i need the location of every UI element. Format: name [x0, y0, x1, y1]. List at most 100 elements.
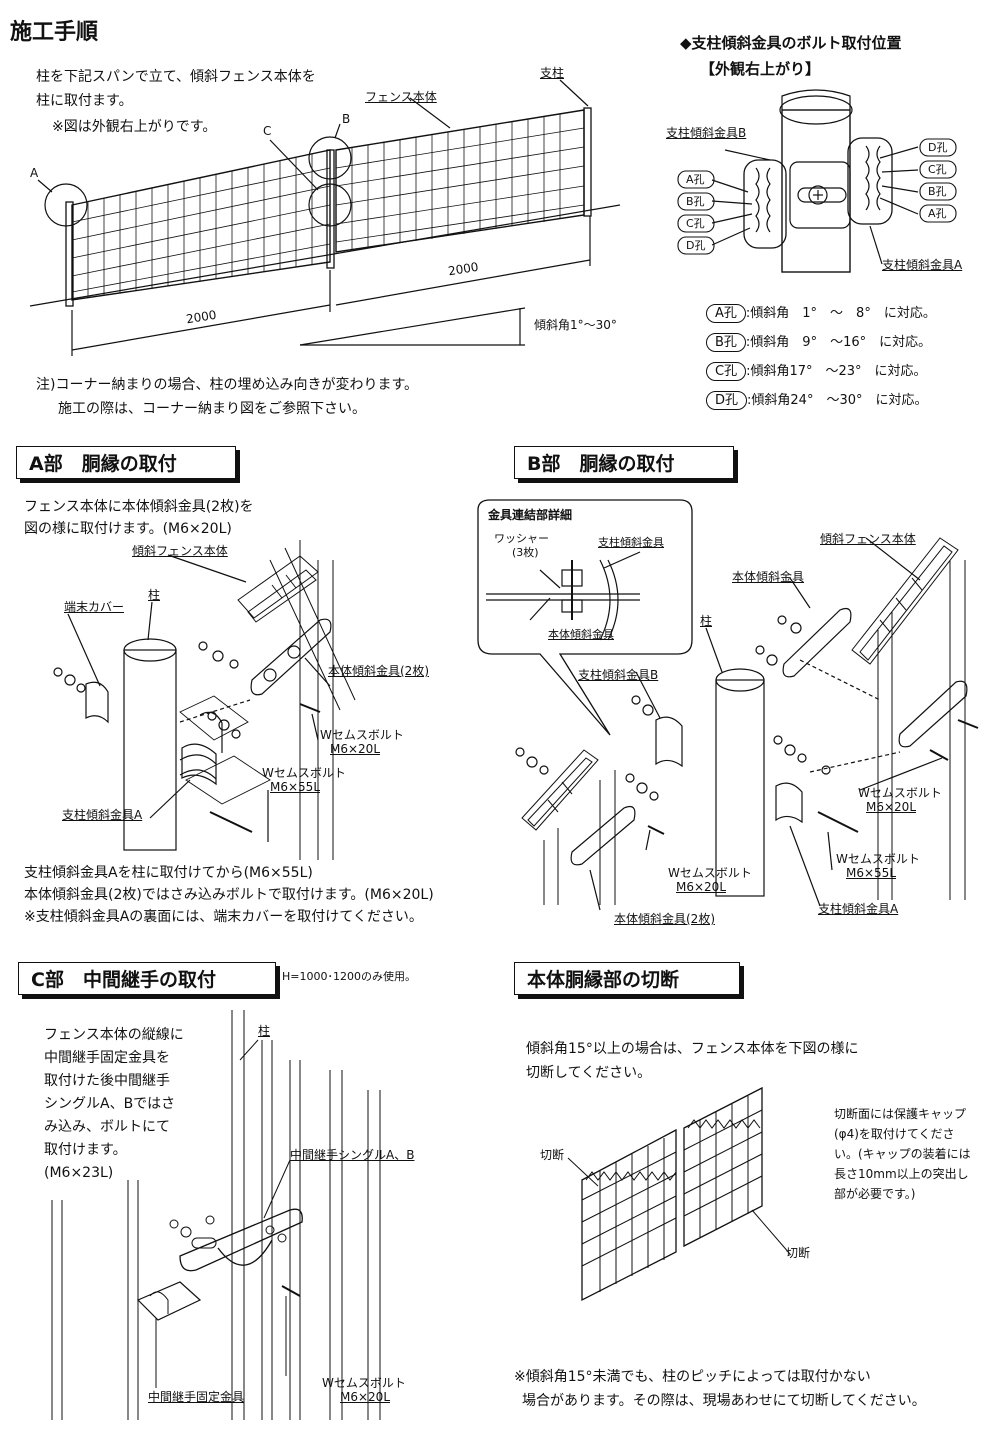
side-note-line: 切断面には保護キャップ: [834, 1107, 967, 1121]
side-note-line: (φ4)を取付けてくださ: [834, 1127, 955, 1141]
section-c-text-line: 取付けます。: [44, 1142, 127, 1158]
section-b-label-body-bracket-2: 本体傾斜金具(2枚): [614, 912, 715, 926]
side-note-line: 部が必要です。): [834, 1187, 916, 1201]
section-b-drawing: [477, 499, 979, 911]
intro-line-3: ※図は外観右上がりです。: [52, 119, 217, 135]
page-title: 施工手順: [10, 20, 99, 45]
section-c-note: H=1000･1200のみ使用。: [282, 970, 416, 983]
section-b-bolt20r-line2: M6×20L: [866, 800, 916, 814]
section-b-detail-washer-1: ワッシャー: [494, 532, 549, 545]
section-c-bolt-line2: M6×20L: [340, 1390, 390, 1404]
note-line-1: 注)コーナー納まりの場合、柱の埋め込み向きが変わります。: [36, 377, 419, 393]
section-a-bolt20-line2: M6×20L: [330, 742, 380, 756]
section-c-label-fixing: 中間継手固定金具: [148, 1390, 245, 1404]
section-a-label-post: 柱: [148, 588, 161, 602]
section-c-text-line: (M6×23L): [44, 1165, 114, 1181]
section-c-bolt-line1: Wセムスボルト: [322, 1376, 406, 1390]
section-c-label-single: 中間継手シングルA、B: [290, 1148, 415, 1162]
section-b-label-body-bracket: 本体傾斜金具: [732, 570, 805, 584]
section-cut-title: 本体胴縁部の切断: [514, 962, 740, 995]
legend-row-d: D孔:傾斜角24° ～30° に対応。: [706, 389, 936, 418]
section-c-title: C部 中間継手の取付: [18, 962, 276, 995]
section-b-label-fence: 傾斜フェンス本体: [820, 532, 916, 546]
label-post-bracket-a: 支柱傾斜金具A: [882, 258, 963, 272]
section-b-bolt55-line2: M6×55L: [846, 866, 896, 880]
legend-text-c: :傾斜角17° ～23° に対応。: [746, 364, 927, 379]
left-hole-a: A孔: [686, 173, 705, 186]
section-b-detail-title: 金具連結部詳細: [488, 508, 573, 522]
section-cut-intro-2: 切断してください。: [526, 1065, 652, 1081]
section-a-footer-1: 支柱傾斜金具Aを柱に取付けてから(M6×55L): [24, 865, 313, 881]
right-hole-a: A孔: [928, 207, 947, 220]
section-a-bolt20-line1: Wセムスボルト: [320, 728, 404, 742]
section-c-label-post: 柱: [258, 1024, 271, 1038]
section-a-label-fence: 傾斜フェンス本体: [132, 544, 228, 558]
side-note-line: い。(キャップの装着には: [834, 1147, 971, 1161]
section-b-bolt20l-line1: Wセムスボルト: [668, 866, 752, 880]
section-c-text-line: 取付けた後中間継手: [44, 1073, 170, 1089]
section-c-text-line: フェンス本体の縦線に: [44, 1027, 184, 1043]
hole-badge-outlines: [677, 138, 957, 255]
section-b-label-post: 柱: [700, 614, 713, 628]
label-c: C: [263, 124, 272, 138]
section-a-label-cover: 端末カバー: [64, 600, 125, 614]
section-a-label-bracket-a: 支柱傾斜金具A: [62, 808, 143, 822]
section-b-label-bracket-b: 支柱傾斜金具B: [578, 668, 659, 682]
bolt-position-subheading: 【外観右上がり】: [700, 60, 821, 78]
section-c-text-line: み込み、ボルトにて: [44, 1119, 170, 1135]
hole-legend: A孔:傾斜角 1° ～ 8° に対応。 B孔:傾斜角 9° ～16° に対応。 …: [706, 302, 936, 418]
section-cut-footer-2: 場合があります。その際は、現場あわせにて切断してください。: [522, 1393, 926, 1409]
section-a-bolt55-line2: M6×55L: [270, 780, 320, 794]
section-a-drawing: [53, 540, 356, 860]
legend-badge-c: C孔: [706, 362, 747, 381]
legend-row-b: B孔:傾斜角 9° ～16° に対応。: [706, 331, 936, 360]
right-hole-b: B孔: [928, 185, 947, 198]
intro-line-1: 柱を下記スパンで立て、傾斜フェンス本体を: [36, 69, 316, 85]
legend-badge-b: B孔: [706, 333, 746, 352]
section-b-bolt55-line1: Wセムスボルト: [836, 852, 920, 866]
section-cut-intro-1: 傾斜角15°以上の場合は、フェンス本体を下図の様に: [526, 1041, 859, 1057]
section-cut-label-left: 切断: [540, 1148, 565, 1162]
section-cut-label-right: 切断: [786, 1246, 811, 1260]
section-a-title: A部 胴縁の取付: [16, 446, 236, 479]
left-hole-c: C孔: [686, 217, 705, 230]
label-b: B: [342, 112, 351, 126]
section-b-detail-body-bracket: 本体傾斜金具: [548, 628, 614, 641]
section-b-bolt20l-line2: M6×20L: [676, 880, 726, 894]
section-a-intro-2: 図の様に取付けます。(M6×20L): [24, 521, 232, 537]
left-hole-d: D孔: [686, 239, 706, 252]
section-c-text: フェンス本体の縦線に 中間継手固定金具を 取付けた後中間継手 シングルA、Bでは…: [44, 1024, 184, 1185]
label-a: A: [30, 166, 39, 180]
overview-fence-drawing: [29, 79, 621, 356]
section-b-bolt20r-line1: Wセムスボルト: [858, 786, 942, 800]
legend-badge-d: D孔: [706, 391, 748, 410]
right-hole-c: C孔: [928, 163, 947, 176]
section-a-footer-2: 本体傾斜金具(2枚)ではさみ込みボルトで取付けます。(M6×20L): [24, 887, 434, 903]
section-c-text-line: シングルA、Bではさ: [44, 1096, 176, 1112]
section-c-drawing: [51, 1010, 381, 1420]
section-cut-drawing: [567, 1086, 791, 1302]
section-a-footer-3: ※支柱傾斜金具Aの裏面には、端末カバーを取付けてください。: [24, 909, 423, 925]
section-a-intro-1: フェンス本体に本体傾斜金具(2枚)を: [24, 499, 254, 515]
legend-text-d: :傾斜角24° ～30° に対応。: [747, 393, 928, 408]
section-c-text-line: 中間継手固定金具を: [44, 1050, 170, 1066]
section-cut-footer-1: ※傾斜角15°未満でも、柱のピッチによっては取付かない: [514, 1369, 871, 1385]
legend-row-a: A孔:傾斜角 1° ～ 8° に対応。: [706, 302, 936, 331]
label-post-bracket-b: 支柱傾斜金具B: [666, 126, 747, 140]
bolt-position-drawing: [711, 89, 919, 273]
section-a-label-body-bracket: 本体傾斜金具(2枚): [328, 664, 429, 678]
section-cut-side-note: 切断面には保護キャップ (φ4)を取付けてくださ い。(キャップの装着には 長さ…: [834, 1104, 971, 1204]
section-b-title: B部 胴縁の取付: [514, 446, 734, 479]
side-note-line: 長さ10mm以上の突出し: [834, 1167, 969, 1181]
section-a-bolt55-line1: Wセムスボルト: [262, 766, 346, 780]
legend-text-b: :傾斜角 9° ～16° に対応。: [745, 335, 932, 350]
section-b-detail-post-bracket: 支柱傾斜金具: [598, 536, 664, 549]
section-b-label-bracket-a: 支柱傾斜金具A: [818, 902, 899, 916]
note-line-2: 施工の際は、コーナー納まり図をご参照下さい。: [58, 401, 366, 417]
section-b-detail-washer-2: (3枚): [512, 546, 539, 559]
legend-badge-a: A孔: [706, 304, 746, 323]
bolt-position-heading: ◆支柱傾斜金具のボルト取付位置: [680, 34, 902, 52]
slope-angle: 傾斜角1°～30°: [534, 318, 617, 332]
intro-line-2: 柱に取付ます。: [36, 93, 133, 109]
